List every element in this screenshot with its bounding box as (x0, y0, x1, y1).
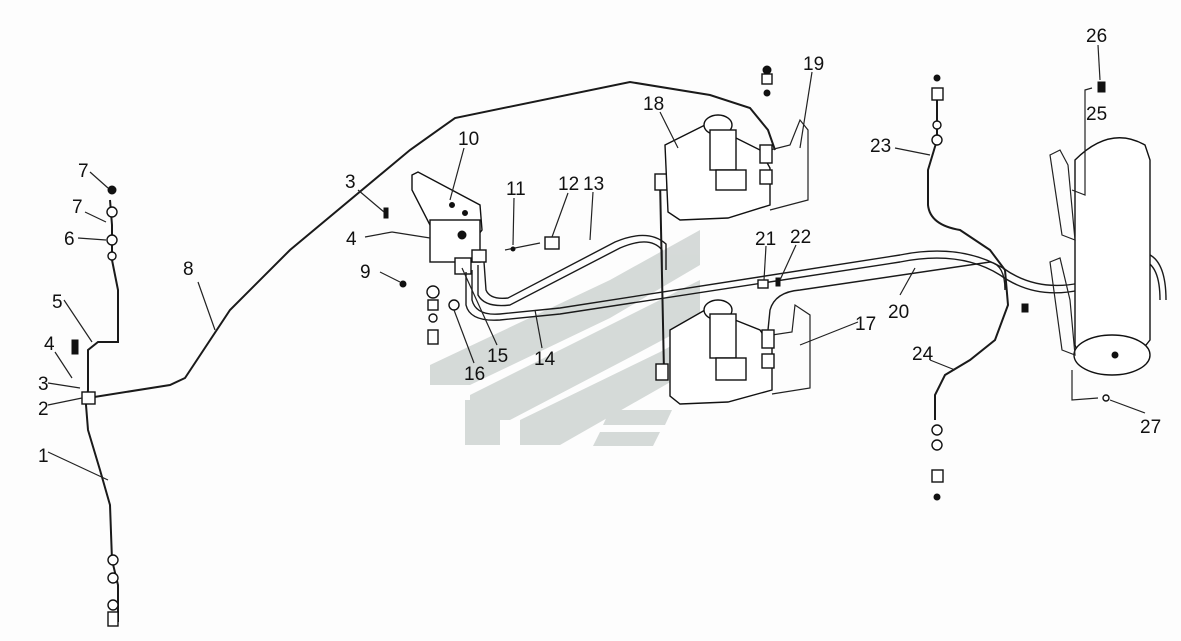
fitting-7b (106, 206, 118, 218)
label-3-right: 3 (345, 172, 356, 193)
label-7a: 7 (78, 161, 89, 182)
tee-fitting (81, 391, 96, 405)
fitting-bottom-a (107, 554, 119, 566)
fitting-26 (1097, 81, 1106, 93)
fitting-9 (399, 280, 407, 288)
fitting-bottom-c (107, 599, 119, 611)
brake-chamber-upper (654, 65, 809, 381)
fitting-7a (107, 185, 117, 195)
right-brake-lines (927, 74, 1010, 501)
brake-valve-assembly (383, 171, 487, 345)
leader-lines (47, 44, 1146, 481)
fitting-bottom-b (107, 572, 119, 584)
label-6: 6 (64, 229, 75, 250)
label-7b: 7 (72, 197, 83, 218)
label-15: 15 (487, 346, 508, 367)
label-14: 14 (534, 349, 556, 370)
label-24: 24 (912, 344, 934, 365)
label-5: 5 (52, 292, 63, 313)
label-4-right: 4 (346, 229, 357, 250)
label-2: 2 (38, 399, 49, 420)
label-11: 11 (506, 179, 526, 200)
label-27: 27 (1140, 417, 1161, 438)
valve-outlet (454, 257, 472, 275)
label-20: 20 (888, 302, 909, 323)
fitting-27 (1102, 394, 1110, 402)
fitting-4 (71, 339, 79, 355)
left-brake-line (71, 80, 776, 627)
label-26: 26 (1086, 26, 1107, 47)
air-reservoir (1021, 81, 1151, 402)
label-19: 19 (803, 54, 824, 75)
label-16: 16 (464, 364, 485, 385)
label-13: 13 (583, 174, 604, 195)
label-25: 25 (1086, 104, 1107, 125)
label-23: 23 (870, 136, 891, 157)
fitting-12 (544, 236, 560, 250)
label-3: 3 (38, 374, 49, 395)
brake-chamber-lower (669, 261, 1006, 405)
label-21: 21 (755, 229, 776, 250)
label-12: 12 (558, 174, 579, 195)
label-8: 8 (183, 259, 194, 280)
label-1: 1 (38, 446, 49, 467)
part-labels: 1 2 3 4 5 6 7 7 8 3 4 9 10 11 12 13 14 1… (38, 26, 1161, 467)
fitting-22 (775, 277, 781, 287)
label-4: 4 (44, 334, 55, 355)
label-9: 9 (360, 262, 371, 283)
fitting-bottom-d (107, 611, 119, 627)
fitting-11 (510, 246, 516, 252)
label-18: 18 (643, 94, 664, 115)
label-17: 17 (855, 314, 876, 335)
label-22: 22 (790, 227, 811, 248)
fitting-6a (106, 234, 118, 246)
fitting-21 (757, 279, 769, 289)
fitting-6b (107, 251, 117, 261)
label-10: 10 (458, 129, 479, 150)
